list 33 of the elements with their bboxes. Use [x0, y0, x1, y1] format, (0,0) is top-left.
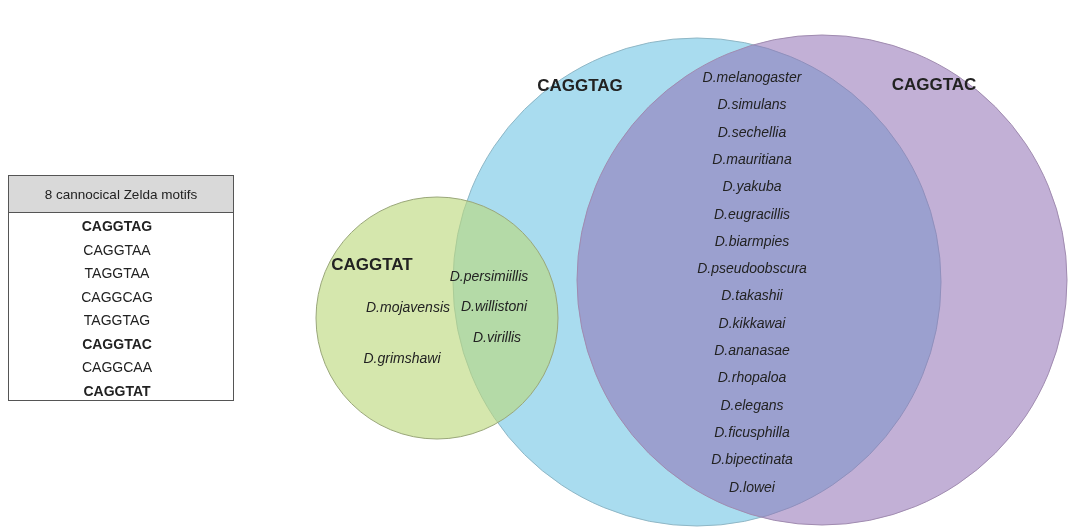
- motif-text: CAGGCAA: [82, 359, 152, 375]
- species-name: D.elegans: [720, 396, 784, 413]
- motif-text: CAGGTAG: [81, 218, 153, 234]
- motif-text: CAGGCAG: [81, 288, 153, 305]
- species-name: D.melanogaster: [702, 69, 802, 85]
- species-name: D.yakuba: [722, 178, 782, 195]
- species-name: D.ananasae: [714, 342, 790, 358]
- species-name: D.kikkawai: [718, 314, 786, 331]
- set-label: CAGGTAT: [331, 255, 413, 275]
- species-name: D.takashii: [721, 287, 783, 304]
- set-label: CAGGTAG: [537, 76, 623, 96]
- table-header: 8 cannocical Zelda motifs: [9, 176, 233, 213]
- species-name: D.mauritiana: [712, 150, 792, 167]
- species-name: D.persimiillis: [449, 268, 529, 284]
- species-name: D.sechellia: [717, 123, 787, 140]
- species-name: D.pseudoobscura: [697, 260, 807, 277]
- species-name: D.biarmpies: [714, 232, 790, 249]
- species-name: D.grimshawi: [363, 350, 441, 366]
- species-name: D.rhopaloa: [717, 369, 787, 386]
- motif-text: CAGGTAA: [83, 241, 151, 258]
- species-name: D.simulans: [717, 96, 787, 113]
- species-name: D.lowei: [729, 478, 775, 495]
- motif-text: CAGGTAC: [82, 335, 152, 352]
- species-name: D.eugracillis: [713, 205, 791, 222]
- motif-text: CAGGTAT: [83, 382, 151, 399]
- species-name: D.ficusphilla: [714, 423, 790, 440]
- species-name: D.mojavensis: [366, 299, 450, 315]
- motif-text: TAGGTAA: [84, 265, 150, 281]
- species-name: D.willistoni: [460, 298, 528, 314]
- motif-text: TAGGTAG: [83, 312, 151, 328]
- set-label: CAGGTAC: [891, 75, 977, 95]
- species-name: D.virillis: [472, 329, 522, 345]
- species-name: D.bipectinata: [711, 451, 793, 468]
